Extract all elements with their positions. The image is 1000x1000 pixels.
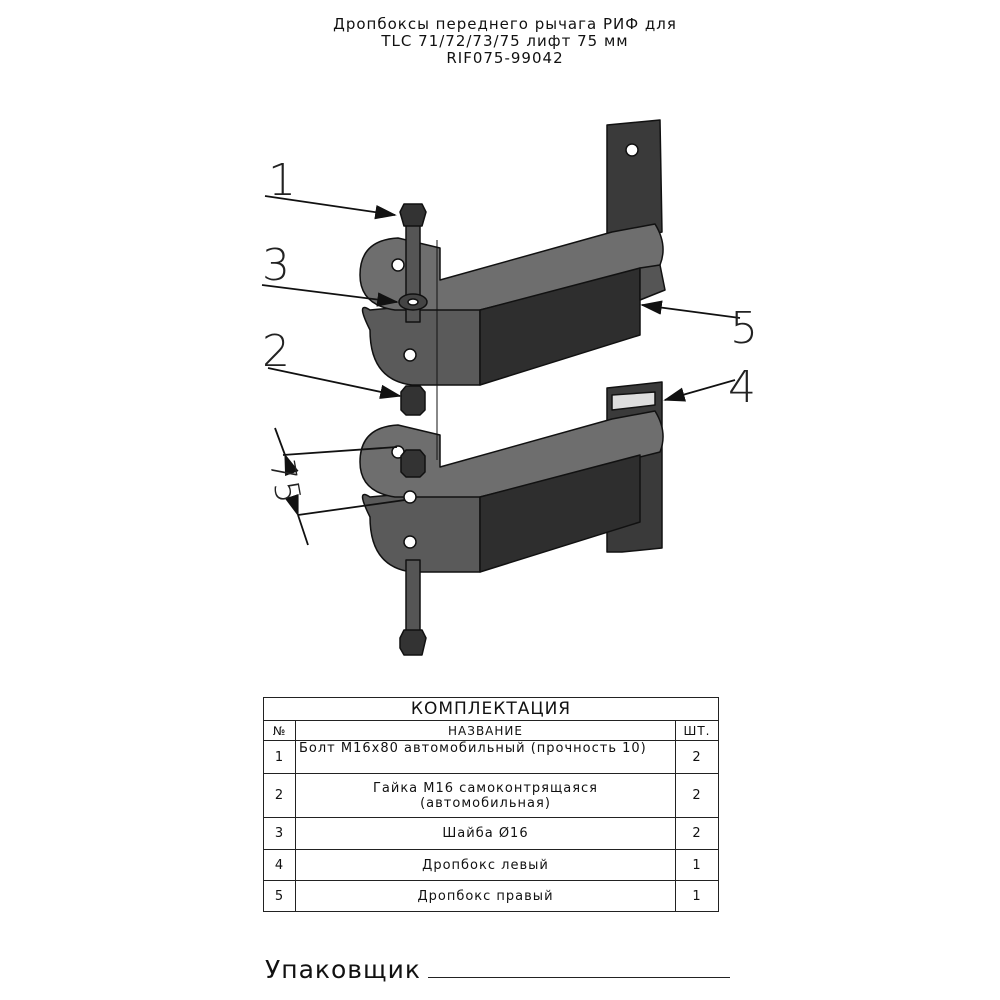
row-num: 2 bbox=[263, 773, 296, 818]
row-name: Гайка М16 самоконтрящаяся(автомобильная) bbox=[295, 773, 676, 818]
document-title: Дропбоксы переднего рычага РИФ для TLC 7… bbox=[0, 16, 1000, 67]
row-qty: 2 bbox=[675, 740, 719, 774]
packer-label: Упаковщик bbox=[265, 955, 421, 984]
row-name: Дропбокс левый bbox=[295, 849, 676, 881]
assembly-drawing: 1 3 2 5 4 75 bbox=[261, 119, 758, 656]
callout-1: 1 bbox=[268, 155, 296, 206]
row-qty: 1 bbox=[675, 849, 719, 881]
dimension-75: 75 bbox=[261, 457, 308, 507]
table-title: КОМПЛЕКТАЦИЯ bbox=[263, 697, 719, 721]
row-qty: 1 bbox=[675, 880, 719, 912]
title-line-1: Дропбоксы переднего рычага РИФ для bbox=[333, 15, 677, 33]
row-name-line1: Гайка М16 самоконтрящаяся bbox=[372, 780, 598, 796]
row-name-line2: (автомобильная) bbox=[420, 795, 551, 811]
callout-5: 5 bbox=[730, 303, 758, 354]
row-num: 5 bbox=[263, 880, 296, 912]
signature-line bbox=[428, 977, 730, 978]
row-num: 4 bbox=[263, 849, 296, 881]
row-num: 1 bbox=[263, 740, 296, 774]
table-row: 4 Дропбокс левый 1 bbox=[263, 849, 719, 881]
dropbox-right bbox=[359, 119, 666, 386]
callout-3: 3 bbox=[262, 240, 290, 291]
nut-icon bbox=[400, 385, 426, 416]
callout-4: 4 bbox=[728, 362, 756, 413]
header-name: НАЗВАНИЕ bbox=[295, 720, 676, 741]
table-row: 3 Шайба Ø16 2 bbox=[263, 817, 719, 850]
row-qty: 2 bbox=[675, 817, 719, 850]
table-row: 1 Болт М16х80 автомобильный (прочность 1… bbox=[263, 740, 719, 774]
bolt-icon bbox=[399, 559, 427, 656]
row-name: Дропбокс правый bbox=[295, 880, 676, 912]
table-row: 2 Гайка М16 самоконтрящаяся(автомобильна… bbox=[263, 773, 719, 818]
contents-table: КОМПЛЕКТАЦИЯ № НАЗВАНИЕ ШТ. 1 Болт М16х8… bbox=[263, 697, 719, 912]
header-num: № bbox=[263, 720, 296, 741]
dropbox-left bbox=[359, 381, 664, 573]
title-line-2: TLC 71/72/73/75 лифт 75 мм bbox=[381, 32, 629, 50]
part-number: RIF075-99042 bbox=[446, 49, 564, 67]
row-qty: 2 bbox=[675, 773, 719, 818]
callout-2: 2 bbox=[262, 326, 290, 377]
table-row: 5 Дропбокс правый 1 bbox=[263, 880, 719, 912]
row-name: Болт М16х80 автомобильный (прочность 10) bbox=[295, 740, 676, 774]
header-qty: ШТ. bbox=[675, 720, 719, 741]
row-num: 3 bbox=[263, 817, 296, 850]
row-name: Шайба Ø16 bbox=[295, 817, 676, 850]
nut-icon bbox=[400, 449, 426, 478]
